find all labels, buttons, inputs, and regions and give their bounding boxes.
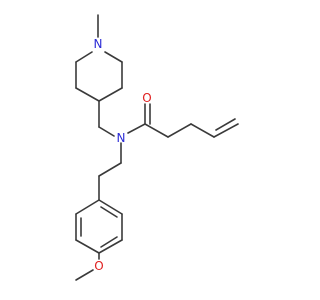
- bond-ring-4: [75, 87, 100, 102]
- bond-n-carbonyl: [127, 123, 146, 134]
- bond-ring-1: [104, 51, 123, 63]
- atom-n-amide: N: [117, 131, 126, 145]
- bond-benz-inner-1: [100, 206, 118, 218]
- bond-alkene-2: [215, 118, 236, 131]
- bond-benz-1: [98, 199, 123, 215]
- structure-canvas: N N O O: [75, 14, 239, 281]
- bond-benz-3: [98, 239, 123, 254]
- bond-chain-2: [167, 123, 192, 138]
- bond-o-methyl: [75, 269, 94, 281]
- bond-ring-6: [75, 51, 93, 63]
- atom-o-methoxy: O: [94, 259, 103, 273]
- bond-ethyl: [98, 162, 122, 177]
- molecule-diagram: N N O O: [75, 14, 239, 281]
- bond-benz-inner-2: [100, 236, 118, 248]
- bond-benz-4: [75, 239, 100, 254]
- bond-chain-3: [190, 123, 215, 138]
- bond-ch2-n: [98, 126, 115, 137]
- atom-o-carbonyl: O: [142, 91, 151, 105]
- bond-ring-3: [98, 87, 123, 102]
- bond-benz-6: [75, 199, 100, 215]
- bond-alkene-1: [213, 123, 239, 138]
- atom-n-piperidine: N: [94, 37, 103, 51]
- bond-chain-1: [144, 123, 169, 138]
